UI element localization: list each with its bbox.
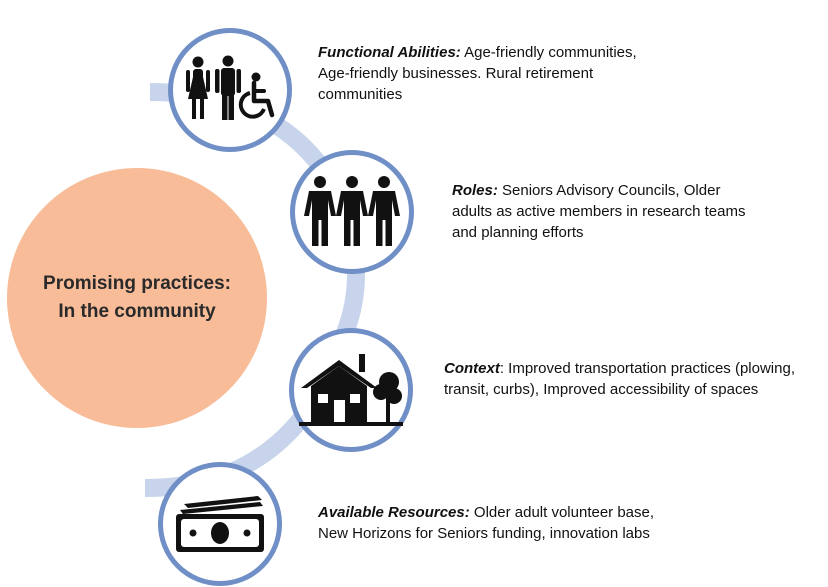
center-title-line-2: In the community xyxy=(58,301,216,322)
house-tree-icon xyxy=(299,354,403,426)
roles-text: Seniors Advisory Councils, Older adults … xyxy=(452,182,746,241)
available-resources-node xyxy=(158,462,282,586)
functional-abilities-node xyxy=(168,28,292,152)
available-resources-term: Available Resources: xyxy=(318,504,470,521)
functional-abilities-term: Functional Abilities: xyxy=(318,44,461,61)
center-topic-circle: Promising practices: In the community xyxy=(7,168,267,428)
context-text: : Improved transportation practices (plo… xyxy=(444,360,795,398)
center-title-line-1: Promising practices: xyxy=(43,273,231,294)
available-resources-description: Available Resources: Older adult volunte… xyxy=(318,502,678,544)
roles-description: Roles: Seniors Advisory Councils, Older … xyxy=(452,180,752,243)
roles-term: Roles: xyxy=(452,182,498,199)
money-stack-icon xyxy=(176,496,264,552)
context-term: Context xyxy=(444,360,500,377)
people-accessibility-icon xyxy=(186,55,275,120)
context-node xyxy=(289,328,413,452)
context-description: Context: Improved transportation practic… xyxy=(444,358,824,400)
roles-node xyxy=(290,150,414,274)
functional-abilities-description: Functional Abilities: Age-friendly commu… xyxy=(318,42,658,105)
functional-abilities-text: Age-friendly communities, Age-friendly b… xyxy=(318,44,637,103)
available-resources-text: Older adult volunteer base, New Horizons… xyxy=(318,504,655,542)
three-people-icon xyxy=(304,176,400,246)
